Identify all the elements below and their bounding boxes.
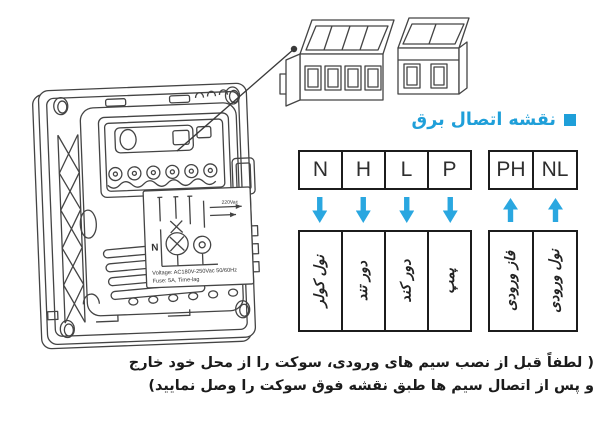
terminal-function-cell: دور کند — [384, 232, 427, 330]
mount-slot — [79, 209, 97, 239]
down-arrow-icon — [312, 197, 328, 223]
terminal-cell: L — [384, 152, 427, 188]
terminal-strip — [97, 112, 232, 199]
section-heading: نقشه اتصال برق — [412, 110, 576, 130]
terminal-cell: P — [427, 152, 470, 188]
neutral-label: N — [151, 242, 159, 253]
section-heading-text: نقشه اتصال برق — [411, 110, 556, 130]
terminal-cell: H — [341, 152, 384, 188]
instruction-note: ( لطفاً قبل از نصب سیم های ورودی، سوکت ر… — [129, 352, 594, 398]
terminal-map-group-outputs: N H L P نول کولر دور تند دور کند پمپ — [298, 150, 472, 332]
terminal-function-cell: نول ورودی — [532, 232, 576, 330]
terminal-cell: NL — [532, 152, 576, 188]
up-arrow-icon — [548, 198, 563, 222]
voltage-spec-text: Voltage: AC180V-250Vac 50/60Hz — [152, 267, 237, 276]
arrow-row — [298, 197, 472, 223]
note-line-1: ( لطفاً قبل از نصب سیم های ورودی، سوکت ر… — [128, 355, 594, 371]
lattice-pattern — [57, 134, 86, 324]
thermostat-back-diagram: 220Vac N Voltage: AC180V-250Vac 50/60Hz … — [32, 82, 260, 350]
supply-label: 220Vac — [221, 199, 238, 206]
terminal-cell: N — [312, 158, 329, 181]
down-arrow-icon — [355, 197, 371, 223]
terminal-function-cell: پمپ — [427, 232, 470, 330]
edge-bumps — [128, 288, 239, 306]
terminal-header-row: N H L P — [298, 150, 472, 190]
terminal-map-group-inputs: PH NL فاز ورودی نول ورودی — [488, 150, 578, 332]
fuse-spec-text: Fuse: 5A, Time-lag — [152, 277, 199, 285]
square-bullet-icon — [564, 114, 576, 126]
plug-connector-diagram — [279, 17, 470, 107]
terminal-function-cell: دور تند — [341, 232, 384, 330]
terminal-label-row: نول کولر دور تند دور کند پمپ — [298, 230, 472, 332]
terminal-header-row: PH NL — [488, 150, 578, 190]
terminal-function-cell: نول کولر — [312, 254, 329, 308]
arrow-row — [488, 197, 578, 223]
up-arrow-icon — [503, 198, 518, 222]
spec-sticker: 220Vac N Voltage: AC180V-250Vac 50/60Hz … — [142, 186, 255, 289]
note-line-2: و پس از اتصال سیم ها طبق نقشه فوق سوکت ر… — [148, 378, 594, 394]
down-arrow-icon — [442, 197, 458, 223]
terminal-cell: PH — [496, 158, 526, 181]
pump-symbol — [193, 235, 212, 254]
terminal-label-row: فاز ورودی نول ورودی — [488, 230, 578, 332]
terminal-function-cell: فاز ورودی — [503, 250, 520, 312]
down-arrow-icon — [399, 197, 415, 223]
